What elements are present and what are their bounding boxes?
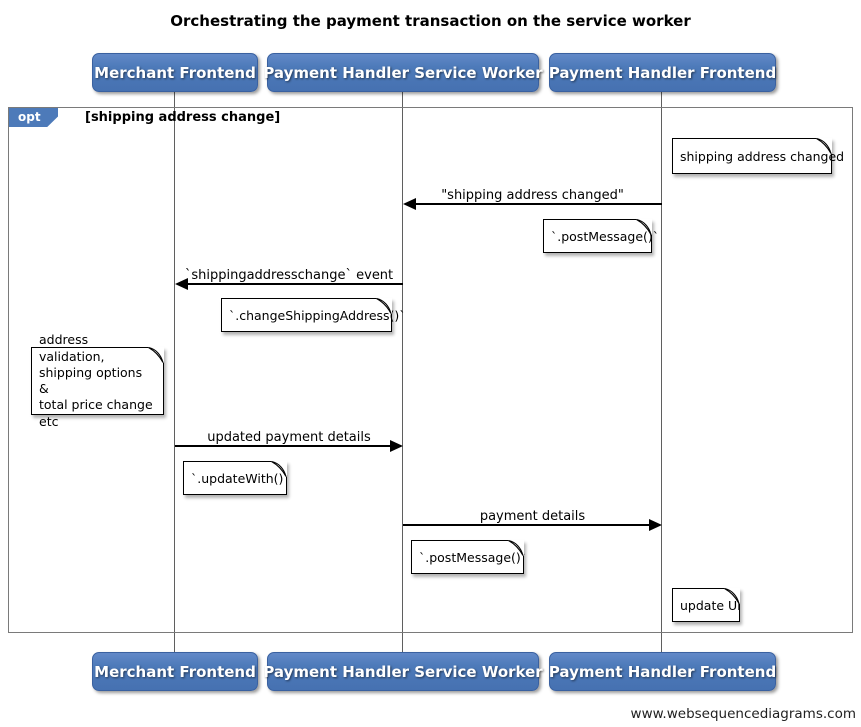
note-text: `.postMessage()`	[551, 228, 660, 244]
note-shipping-address-changed: shipping address changed	[672, 138, 844, 174]
message-line	[175, 445, 401, 447]
note-fold-icon	[816, 138, 832, 154]
opt-frame-operator: opt	[9, 108, 58, 127]
note-fold-icon	[724, 588, 740, 604]
arrowhead-left-icon	[175, 278, 188, 290]
note-text: shipping address changed	[680, 148, 845, 164]
message-line	[403, 524, 660, 526]
note-update-ui: update UI	[672, 588, 741, 622]
note-fold-icon	[636, 219, 652, 235]
note-postmessage-1: `.postMessage()`	[543, 219, 659, 253]
message-line	[177, 283, 403, 285]
note-text: `.postMessage()`	[419, 549, 528, 565]
diagram-title: Orchestrating the payment transaction on…	[170, 12, 691, 30]
actor-bottom-merchant-frontend: Merchant Frontend	[92, 652, 258, 691]
actor-top-payment-handler-frontend: Payment Handler Frontend	[549, 53, 776, 92]
note-address-validation: address validation, shipping options & t…	[31, 332, 164, 429]
note-fold-icon	[271, 461, 287, 477]
arrowhead-left-icon	[403, 198, 416, 210]
message-label-updated-payment-details: updated payment details	[207, 430, 371, 445]
note-text: address validation, shipping options & t…	[39, 332, 153, 429]
message-label-shippingaddresschange-event: `shippingaddresschange` event	[184, 268, 394, 283]
note-postmessage-2: `.postMessage()`	[411, 540, 528, 574]
arrowhead-right-icon	[390, 440, 403, 452]
note-changeshippingaddress: `.changeShippingAddress()`	[221, 298, 406, 332]
message-label-shipping-address-changed: "shipping address changed"	[441, 188, 624, 203]
actor-bottom-payment-handler-service-worker: Payment Handler Service Worker	[263, 652, 543, 691]
arrowhead-right-icon	[649, 519, 662, 531]
note-text: `.updateWith()`	[191, 470, 290, 486]
actor-top-merchant-frontend: Merchant Frontend	[92, 53, 258, 92]
opt-frame-guard: [shipping address change]	[85, 110, 281, 125]
actor-bottom-payment-handler-frontend: Payment Handler Frontend	[549, 652, 776, 691]
lifeline-payment-handler-frontend	[661, 92, 662, 652]
actor-top-payment-handler-service-worker: Payment Handler Service Worker	[263, 53, 543, 92]
lifeline-merchant-frontend	[174, 92, 175, 652]
note-fold-icon	[148, 347, 164, 363]
note-updatewith: `.updateWith()`	[183, 461, 290, 495]
watermark: www.websequencediagrams.com	[630, 706, 856, 722]
message-line	[405, 203, 662, 205]
lifeline-payment-handler-service-worker	[402, 92, 403, 652]
note-text: `.changeShippingAddress()`	[229, 307, 406, 323]
note-fold-icon	[508, 540, 524, 556]
note-text: update UI	[680, 597, 741, 613]
message-label-payment-details: payment details	[479, 509, 586, 524]
opt-frame: opt [shipping address change]	[8, 107, 853, 633]
note-fold-icon	[376, 298, 392, 314]
